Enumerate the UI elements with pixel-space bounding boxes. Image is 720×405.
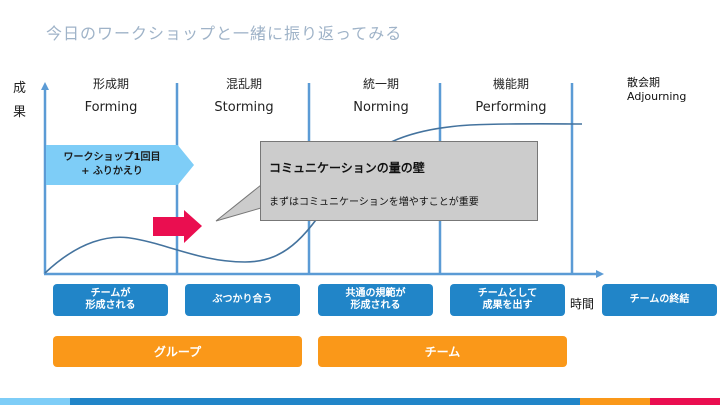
x-axis-label: 時間 (570, 297, 595, 311)
phase-adjourning-jp: 散会期 (627, 76, 660, 89)
stage-forming: チームが 形成される (53, 284, 168, 316)
phase-adjourning-en: Adjourning (627, 90, 687, 103)
stage-adjourning: チームの終結 (602, 284, 717, 316)
stage-performing: チームとして 成果を出す (450, 284, 565, 316)
workshop-marker: ワークショップ1回目 + ふりかえり (46, 145, 194, 185)
red-arrow-icon (153, 210, 202, 243)
phase-norming-en: Norming (353, 100, 409, 115)
workshop-marker-line2: + ふりかえり (81, 166, 143, 177)
phase-norming-jp: 統一期 (362, 77, 399, 91)
footer-bar-red (650, 398, 720, 405)
callout-tail (215, 183, 262, 222)
slide-title: 今日のワークショップと一緒に振り返ってみる (46, 24, 403, 43)
phase-storming-en: Storming (214, 100, 274, 115)
callout-title: コミュニケーションの量の壁 (269, 161, 425, 175)
performance-curve (44, 122, 583, 274)
group-label-group: グループ (53, 336, 302, 367)
group-label-team: チーム (318, 336, 567, 367)
stage-storming: ぶつかり合う (185, 284, 300, 316)
footer-bar-orange (580, 398, 650, 405)
y-axis-label-1: 成 (13, 81, 27, 96)
phase-forming-jp: 形成期 (92, 77, 129, 91)
workshop-marker-line1: ワークショップ1回目 (63, 152, 161, 163)
phase-forming-en: Forming (84, 100, 138, 115)
footer-bar-light-blue (0, 398, 70, 405)
callout-subtitle: まずはコミュニケーションを増やすことが重要 (269, 197, 479, 208)
phase-performing-en: Performing (475, 100, 547, 115)
phase-adjourning: 散会期 Adjourning (627, 76, 686, 104)
callout-box: コミュニケーションの量の壁 まずはコミュニケーションを増やすことが重要 (260, 141, 538, 221)
footer-bar-blue (70, 398, 580, 405)
y-axis-label-2: 果 (13, 105, 27, 120)
stage-norming: 共通の規範が 形成される (318, 284, 433, 316)
phase-storming-jp: 混乱期 (225, 77, 262, 91)
phase-performing-jp: 機能期 (492, 77, 529, 91)
